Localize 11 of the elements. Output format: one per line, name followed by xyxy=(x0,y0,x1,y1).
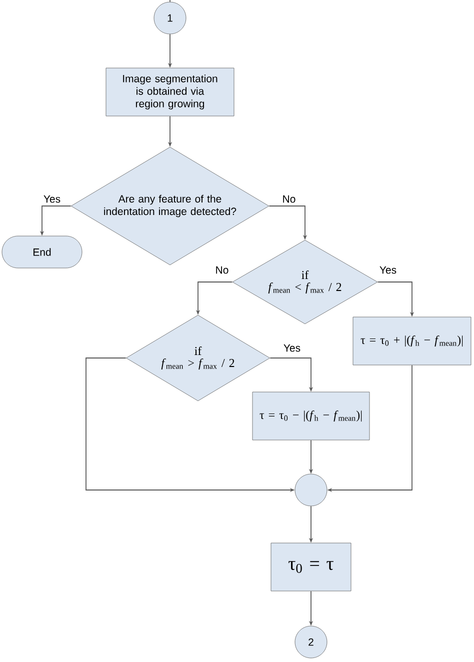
junction-circle xyxy=(294,474,328,506)
edge-label: Yes xyxy=(284,344,300,352)
process-box: τ = τ$_{0}$ − |(f$_{h}$ − f$_{mean}$)| xyxy=(252,392,370,440)
edge-label: Yes xyxy=(44,195,60,203)
process-box: Image segmentation is obtained via region growing xyxy=(106,68,234,116)
edge-label: No xyxy=(283,195,296,203)
terminal-box: End xyxy=(2,236,82,268)
process-box: τ$_{0}$ = τ xyxy=(270,542,352,592)
edge-label: No xyxy=(216,266,228,274)
process-box: τ = τ$_{0}$ + |(f$_{h}$ − f$_{mean}$)| xyxy=(352,316,472,366)
edge-label: Yes xyxy=(380,266,396,274)
